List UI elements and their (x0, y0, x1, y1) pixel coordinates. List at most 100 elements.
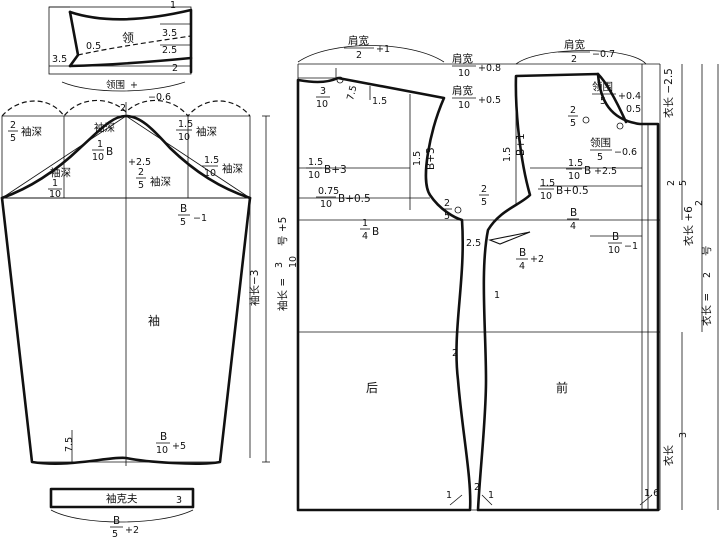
svg-text:5: 5 (481, 197, 487, 208)
svg-text:10: 10 (156, 445, 168, 456)
svg-text:1: 1 (488, 490, 494, 501)
svg-text:5: 5 (180, 217, 186, 228)
back-shoulder-10b-label: 肩宽 (452, 84, 473, 97)
svg-text:7.5: 7.5 (345, 84, 360, 101)
svg-text:1.5: 1.5 (540, 178, 555, 189)
svg-text:10: 10 (49, 189, 61, 200)
svg-text:+2: +2 (125, 525, 139, 536)
svg-text:2: 2 (10, 120, 16, 131)
front-shoulder-label: 肩宽 (564, 38, 585, 51)
svg-text:10: 10 (288, 256, 299, 268)
svg-text:+1: +1 (376, 44, 390, 55)
sleeve-draft: 2 2 5 袖深 袖深 1 10 B +2.5 1.5 10 袖深 袖深 1 1… (0, 99, 299, 540)
front-neck-label-2: 领围 (590, 136, 611, 149)
coat-length-formula: 衣长 = (700, 293, 713, 326)
coat-length-third: 衣长 (662, 445, 675, 466)
collar-outer-edge (68, 8, 193, 74)
svg-text:+0.4: +0.4 (618, 91, 641, 102)
svg-text:−1: −1 (624, 241, 638, 252)
svg-text:2: 2 (571, 54, 577, 65)
svg-text:5: 5 (112, 529, 118, 540)
svg-text:B: B (180, 203, 187, 215)
svg-text:+: + (130, 80, 138, 91)
front-neck-label: 领围 (592, 80, 613, 93)
cuff-label: 袖克夫 (106, 492, 138, 505)
svg-text:−0.6: −0.6 (614, 147, 637, 158)
svg-text:B: B (372, 226, 379, 238)
collar-measure-left: 3.5 (52, 54, 67, 65)
svg-text:5: 5 (678, 180, 689, 186)
svg-text:B+3: B+3 (324, 164, 347, 176)
svg-text:10: 10 (316, 99, 328, 110)
svg-text:10: 10 (320, 199, 332, 210)
svg-text:10: 10 (540, 191, 552, 202)
svg-text:1: 1 (97, 139, 103, 150)
sleeve-depth-lower-mid: 袖深 (150, 175, 171, 188)
svg-text:2: 2 (474, 482, 480, 493)
svg-text:+0.8: +0.8 (478, 63, 501, 74)
svg-text:10: 10 (568, 171, 580, 182)
svg-text:10: 10 (458, 68, 470, 79)
collar-measure-mid: 0.5 (86, 41, 101, 52)
back-shoulder-label: 肩宽 (348, 34, 369, 47)
collar-measure-a: 3.5 (162, 28, 177, 39)
svg-text:B: B (584, 165, 591, 177)
coat-length-minus-2.5: 衣长 −2.5 (662, 68, 675, 118)
svg-text:B: B (570, 207, 577, 219)
svg-text:2: 2 (120, 103, 126, 114)
sleeve-outline (0, 196, 252, 465)
svg-text:2.5: 2.5 (466, 238, 481, 249)
svg-text:1.5: 1.5 (372, 96, 387, 107)
back-piece-label: 后 (366, 381, 378, 395)
svg-text:4: 4 (570, 221, 576, 232)
svg-text:1.6: 1.6 (644, 488, 659, 499)
front-piece-label: 前 (556, 380, 568, 395)
collar-measure-top: 1 (170, 0, 176, 11)
svg-text:2: 2 (481, 184, 487, 195)
svg-text:B+0.5: B+0.5 (556, 185, 589, 197)
svg-text:3: 3 (274, 262, 285, 268)
svg-text:1.5: 1.5 (502, 147, 513, 162)
coat-length-plus-6: 衣长 +6 (682, 206, 695, 246)
svg-text:3: 3 (320, 86, 326, 97)
svg-text:5: 5 (10, 133, 16, 144)
svg-text:10: 10 (458, 100, 470, 111)
svg-text:10: 10 (608, 245, 620, 256)
svg-text:+5: +5 (172, 441, 186, 452)
collar-measure-b: 2.5 (162, 45, 177, 56)
svg-text:B: B (106, 146, 113, 158)
svg-text:5: 5 (600, 96, 606, 107)
svg-text:1.5: 1.5 (178, 119, 193, 130)
svg-text:5: 5 (597, 152, 603, 163)
collar-cf-line (68, 10, 80, 68)
sleeve-depth-right: 袖深 (196, 125, 217, 138)
back-bodice-outline (296, 76, 472, 512)
cuff-piece (49, 487, 195, 509)
svg-text:B+3: B+3 (425, 147, 437, 170)
svg-text:1.5: 1.5 (204, 155, 219, 166)
svg-text:7.5: 7.5 (64, 437, 75, 452)
sleeve-depth-mid: 袖深 (94, 121, 115, 134)
svg-text:2: 2 (444, 198, 450, 209)
sleeve-length-formula: 袖长 = (276, 278, 289, 311)
collar-neck-offset: −0.6 (148, 92, 171, 103)
back-shoulder-10-label: 肩宽 (452, 52, 473, 65)
svg-text:+2: +2 (530, 254, 544, 265)
sleeve-length-minus-3: 袖长−3 (248, 270, 261, 306)
collar-neck-label: 领围 (106, 79, 125, 91)
svg-text:0.75: 0.75 (318, 186, 339, 197)
sleeve-label: 袖 (148, 313, 160, 328)
svg-text:−1: −1 (193, 213, 207, 224)
svg-text:1.5: 1.5 (308, 157, 323, 168)
svg-text:10: 10 (308, 170, 320, 181)
svg-text:2: 2 (702, 272, 713, 278)
svg-text:3: 3 (176, 495, 182, 506)
front-bodice-outline (476, 72, 660, 512)
svg-text:4: 4 (519, 261, 525, 272)
svg-text:+2.5: +2.5 (594, 166, 617, 177)
collar-neck-edge (68, 56, 193, 68)
svg-text:2: 2 (570, 105, 576, 116)
svg-text:1: 1 (494, 290, 500, 301)
